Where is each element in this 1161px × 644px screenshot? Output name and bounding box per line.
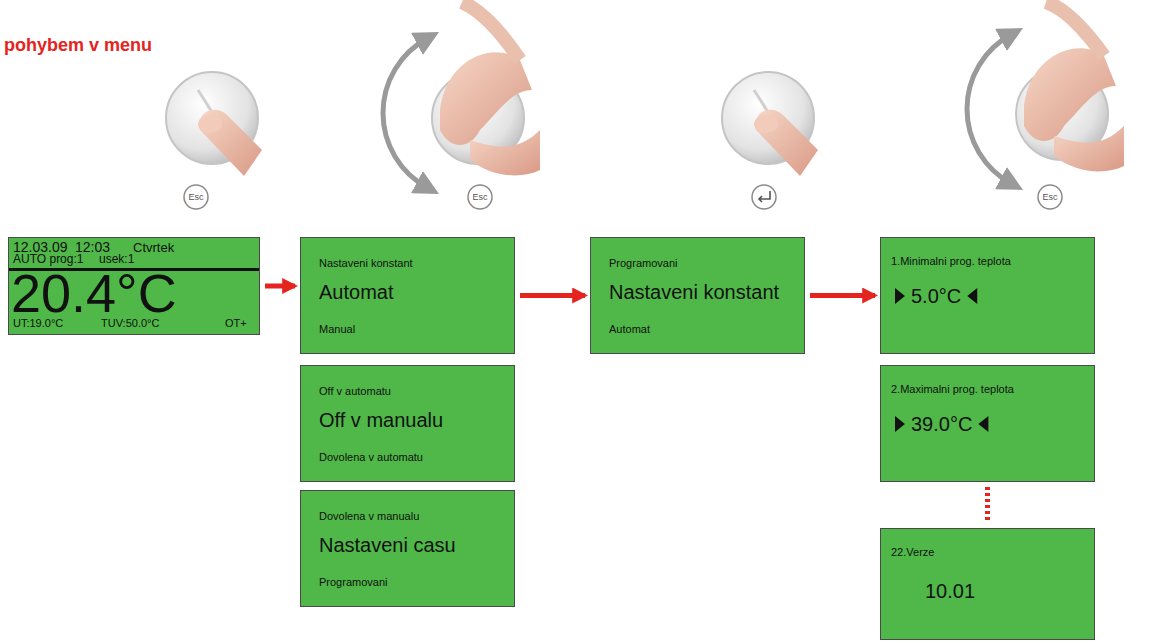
menu-text: Ctvrtek	[133, 241, 174, 254]
menu-screen: Dovolena v manualuNastaveni casuProgramo…	[300, 490, 515, 607]
menu-text: Nastaveni konstant	[319, 258, 413, 269]
knob-turn	[383, 2, 540, 188]
enter-symbol	[759, 191, 770, 202]
knob-turn	[967, 2, 1124, 184]
button-label: Esc	[188, 193, 203, 202]
menu-text: Automat	[609, 324, 650, 335]
menu-item: Nastaveni casu	[319, 535, 456, 555]
menu-text: Dovolena v automatu	[319, 452, 423, 463]
menu-item: Automat	[319, 282, 393, 302]
menu-text: AUTO prog:1	[13, 253, 83, 265]
menu-item: Off v manualu	[319, 410, 443, 430]
menu-screen: 22.Verze 10.01	[880, 528, 1095, 640]
menu-text: Programovani	[319, 577, 387, 588]
menu-item: 5.0°C	[911, 286, 961, 306]
menu-text: usek:1	[99, 253, 134, 265]
menu-item: 39.0°C	[911, 414, 972, 434]
temperature-readout: 20.4°C	[11, 266, 177, 320]
menu-text: 12:03	[75, 240, 110, 254]
button-label: Esc	[472, 193, 487, 202]
knob-press	[722, 72, 818, 176]
menu-screen: Nastaveni konstantAutomatManual	[300, 237, 515, 354]
knob-press	[166, 72, 262, 176]
flow-arrow	[520, 293, 585, 298]
menu-text: Programovani	[609, 258, 677, 269]
flow-arrow	[810, 293, 875, 298]
button-label: Esc	[1042, 193, 1057, 202]
display-screen: 12.03.09 12:03 CtvrtekAUTO prog:1 usek:120.…	[8, 237, 260, 335]
menu-screen: 1.Minimalni prog. teplota 5.0°C	[880, 237, 1095, 354]
menu-text: Manual	[319, 324, 355, 335]
menu-text: OT+	[225, 318, 247, 329]
menu-text: 2.Maximalni prog. teplota	[891, 384, 1014, 395]
menu-text: Off v automatu	[319, 386, 391, 397]
button-badge	[184, 185, 1062, 209]
menu-text: 1.Minimalni prog. teplota	[891, 256, 1011, 267]
dotted-connector	[985, 487, 990, 523]
menu-screen: 2.Maximalni prog. teplota 39.0°C	[880, 365, 1095, 482]
flow-arrow	[265, 284, 295, 289]
menu-text: TUV:50.0°C	[101, 318, 159, 329]
menu-text: 22.Verze	[891, 547, 934, 558]
menu-text: Dovolena v manualu	[319, 511, 419, 522]
menu-item: 10.01	[925, 581, 975, 601]
menu-screen: Off v automatuOff v manualuDovolena v au…	[300, 365, 515, 482]
menu-text: 12.03.09	[13, 240, 68, 254]
title: pohybem v menu	[4, 36, 152, 54]
menu-screen: ProgramovaniNastaveni konstantAutomat	[590, 237, 805, 354]
menu-text: UT:19.0°C	[13, 318, 63, 329]
menu-item: Nastaveni konstant	[609, 282, 779, 302]
